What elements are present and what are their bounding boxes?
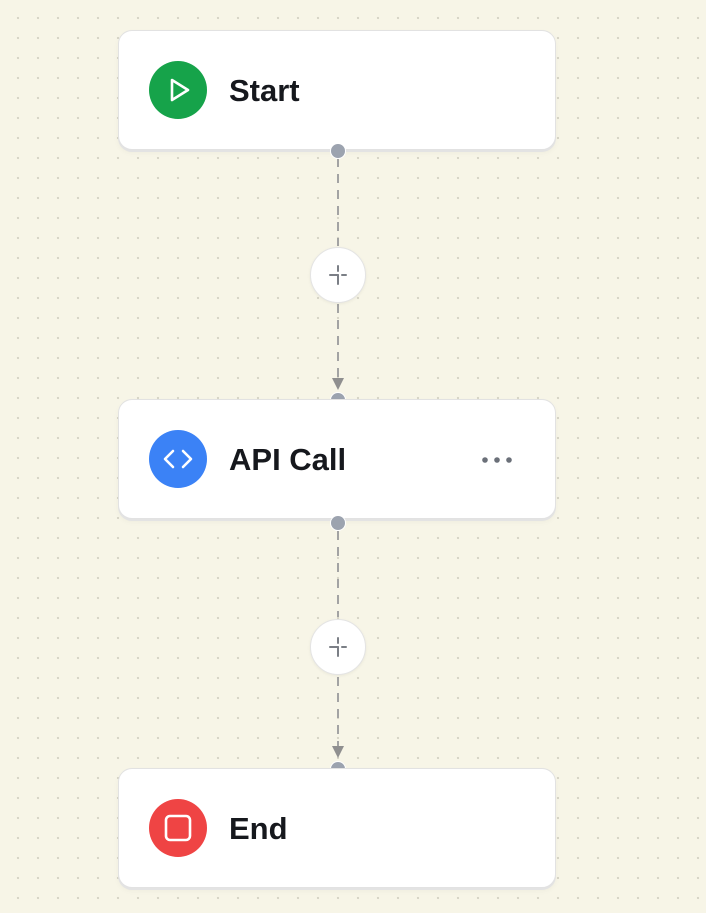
output-handle[interactable]: [330, 143, 346, 159]
play-icon: [149, 61, 207, 119]
node-start[interactable]: Start: [118, 30, 556, 150]
node-label: End: [229, 811, 288, 846]
node-label: Start: [229, 73, 300, 108]
stop-icon: [149, 799, 207, 857]
plus-icon: [329, 265, 347, 285]
node-menu-button[interactable]: [477, 446, 517, 474]
output-handle[interactable]: [330, 515, 346, 531]
node-label: API Call: [229, 442, 347, 477]
more-horizontal-icon: [482, 457, 512, 463]
add-step-button[interactable]: [310, 247, 366, 303]
node-api-call[interactable]: API Call: [118, 399, 556, 519]
code-icon: [149, 430, 207, 488]
plus-icon: [329, 637, 347, 657]
node-end[interactable]: End: [118, 768, 556, 888]
add-step-button[interactable]: [310, 619, 366, 675]
